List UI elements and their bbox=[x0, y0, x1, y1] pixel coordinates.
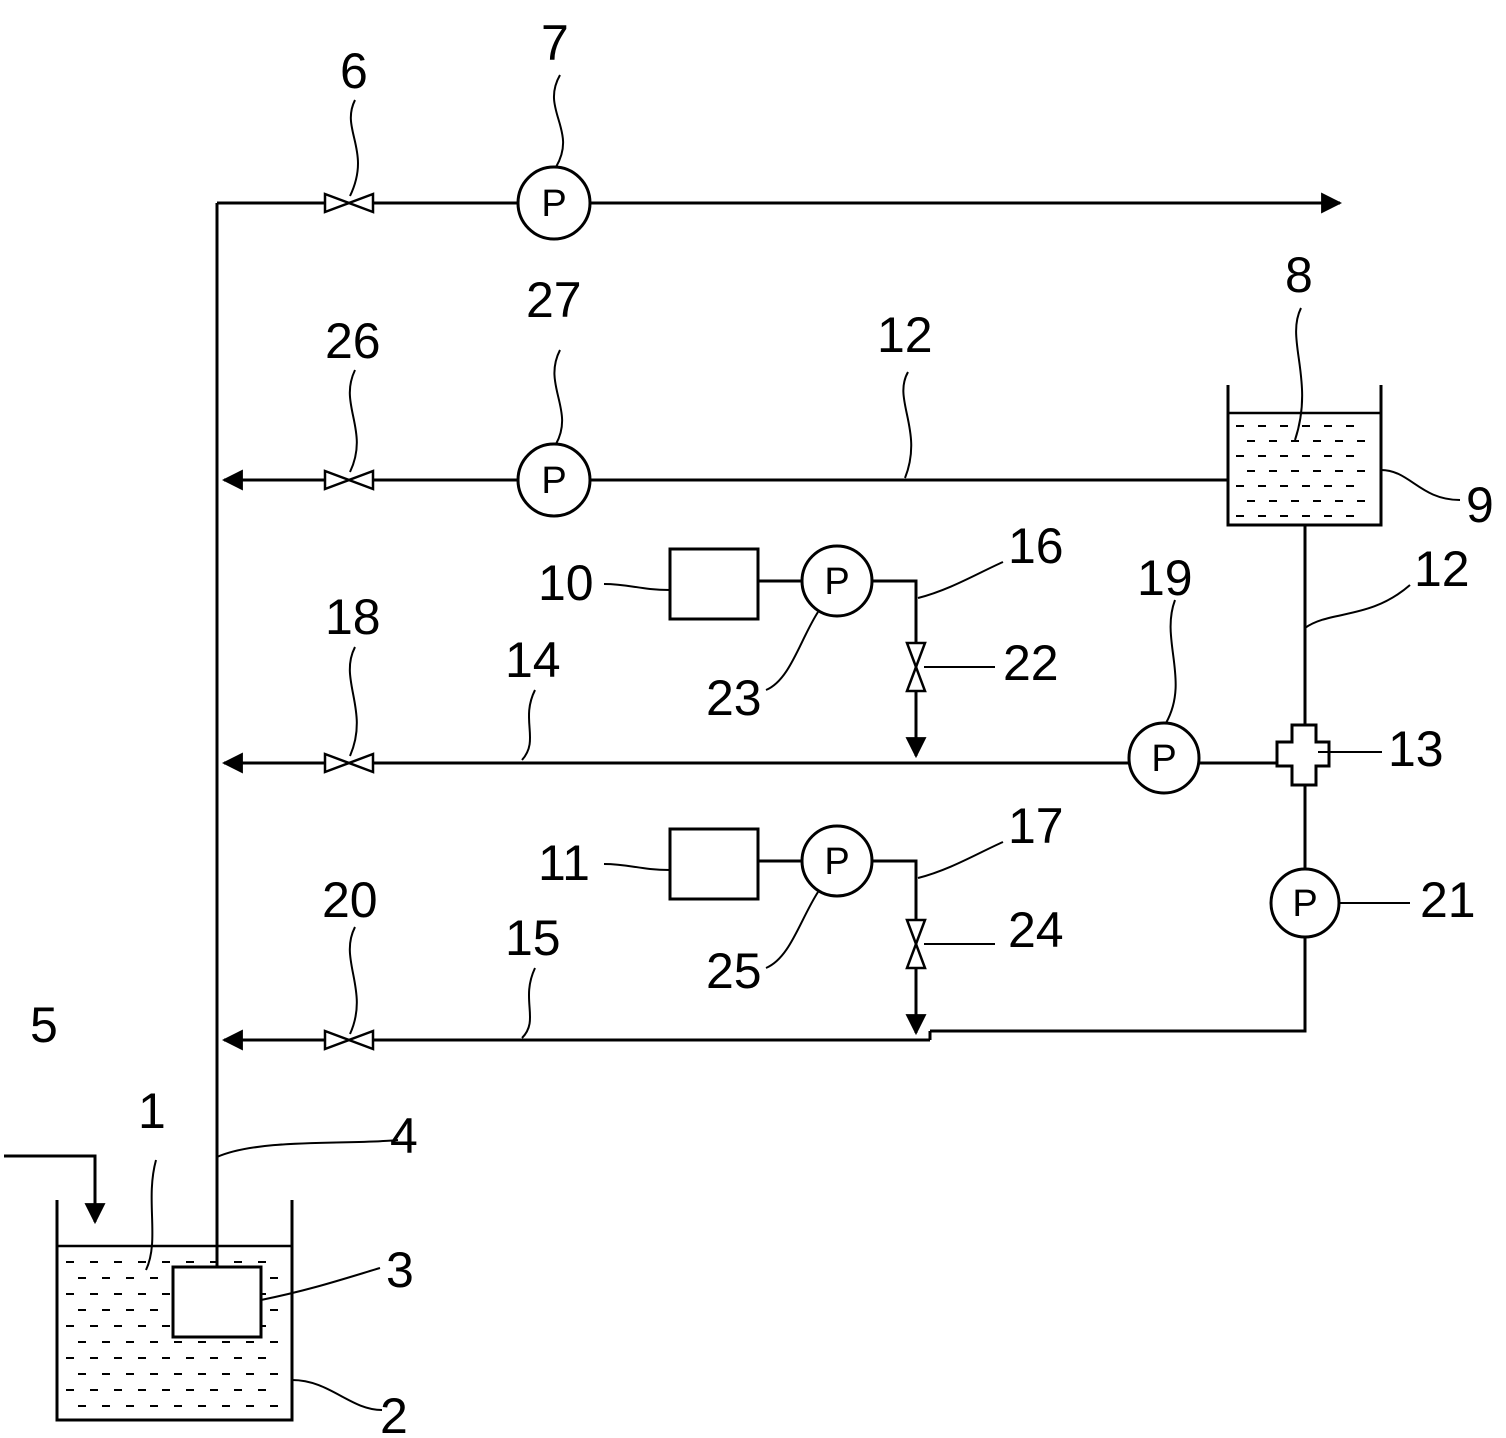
valve-26 bbox=[323, 469, 375, 491]
label-14: 14 bbox=[505, 632, 561, 688]
label-18: 18 bbox=[325, 589, 381, 645]
label-11: 11 bbox=[538, 835, 590, 891]
label-4: 4 bbox=[390, 1108, 418, 1164]
leader-lines bbox=[145, 74, 1461, 1411]
valve-6 bbox=[323, 192, 375, 214]
label-21: 21 bbox=[1420, 872, 1476, 928]
label-12b: 12 bbox=[1414, 541, 1470, 597]
svg-text:P: P bbox=[1292, 883, 1317, 925]
svg-text:P: P bbox=[824, 841, 849, 883]
label-25: 25 bbox=[706, 943, 762, 999]
feed-line-5 bbox=[4, 1154, 106, 1225]
label-2: 2 bbox=[380, 1388, 408, 1438]
label-10: 10 bbox=[538, 555, 594, 611]
label-8: 8 bbox=[1285, 247, 1313, 303]
label-22: 22 bbox=[1003, 635, 1059, 691]
tank-2 bbox=[55, 1200, 294, 1422]
unit-11 bbox=[668, 827, 760, 901]
label-12a: 12 bbox=[877, 307, 933, 363]
pump-27: P bbox=[516, 442, 592, 518]
label-9: 9 bbox=[1466, 477, 1494, 533]
valve-24 bbox=[905, 918, 927, 970]
label-20: 20 bbox=[322, 872, 378, 928]
line-16 bbox=[872, 579, 927, 759]
tank-9-liquid bbox=[1236, 425, 1365, 517]
label-17: 17 bbox=[1008, 798, 1064, 854]
pump-7: P bbox=[516, 165, 592, 241]
label-5: 5 bbox=[30, 997, 58, 1053]
line-17 bbox=[872, 859, 927, 1036]
tank-9 bbox=[1226, 385, 1383, 527]
label-15: 15 bbox=[505, 910, 561, 966]
svg-text:P: P bbox=[541, 460, 566, 502]
svg-text:P: P bbox=[824, 561, 849, 603]
unit-10 bbox=[668, 547, 760, 621]
reference-labels: 6 7 8 9 10 11 12 12 13 14 15 16 17 18 19… bbox=[30, 15, 1494, 1438]
valve-18 bbox=[323, 752, 375, 774]
svg-text:P: P bbox=[1151, 738, 1176, 780]
svg-text:P: P bbox=[541, 183, 566, 225]
equipment-3 bbox=[171, 1265, 263, 1339]
label-7: 7 bbox=[541, 15, 569, 71]
valve-22 bbox=[905, 641, 927, 693]
label-23: 23 bbox=[706, 670, 762, 726]
label-24: 24 bbox=[1008, 902, 1064, 958]
valve-20 bbox=[323, 1029, 375, 1051]
tee-13 bbox=[1275, 723, 1331, 787]
label-19: 19 bbox=[1137, 550, 1193, 606]
label-1: 1 bbox=[138, 1083, 166, 1139]
label-6: 6 bbox=[340, 43, 368, 99]
label-13: 13 bbox=[1388, 721, 1444, 777]
tank-2-liquid bbox=[66, 1261, 278, 1407]
label-16: 16 bbox=[1008, 518, 1064, 574]
label-3: 3 bbox=[386, 1242, 414, 1298]
pipe-to-line-15 bbox=[930, 936, 1307, 1033]
label-26: 26 bbox=[325, 313, 381, 369]
label-27: 27 bbox=[526, 272, 582, 328]
pump-21: P bbox=[1269, 867, 1341, 939]
pump-19: P bbox=[1127, 721, 1201, 795]
pump-25: P bbox=[800, 824, 874, 898]
pump-23: P bbox=[800, 544, 874, 618]
